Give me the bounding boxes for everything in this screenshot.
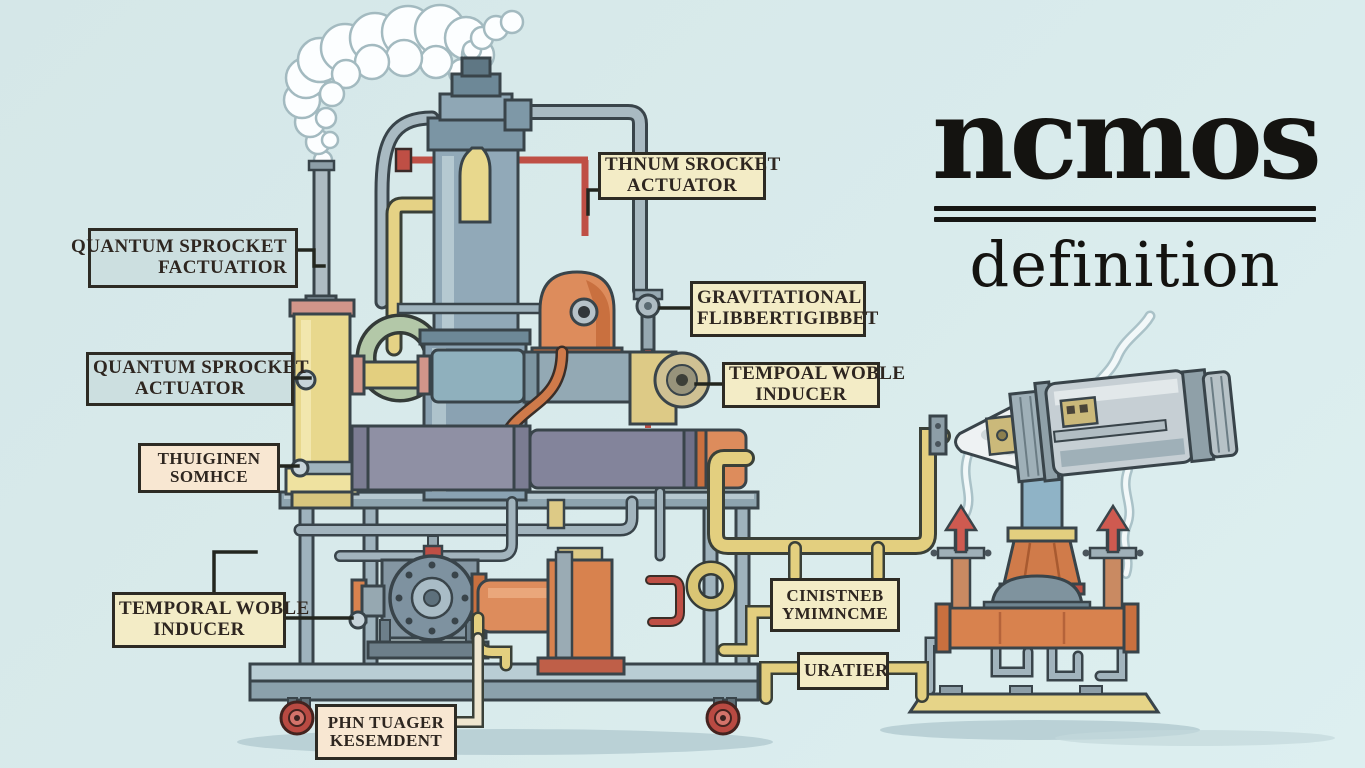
label-thnum-srocket-actuator: THNUM SROCKET ACTUATOR	[598, 152, 781, 200]
label-text: PHN TUAGER	[327, 712, 445, 732]
label-tempoal-woble-inducer: TEMPOAL WOBLE INDUCER	[722, 362, 906, 408]
manifold-body	[934, 574, 1140, 654]
caster-wheels	[279, 697, 741, 736]
label-quantum-sprocket-factuatior: QUANTUM SPROCKET FACTUATIOR	[71, 228, 298, 288]
pump-orange	[470, 546, 626, 676]
label-text: SOMHCE	[170, 467, 248, 486]
label-text: QUANTUM SPROCKET	[71, 236, 287, 258]
title-divider	[934, 217, 1316, 222]
engine-nose-bracket	[928, 414, 948, 456]
page-subtitle: definition	[969, 228, 1281, 301]
label-text: CINISTNEB	[786, 585, 884, 605]
cart-platform	[248, 662, 760, 702]
label-phn-tuager-kesemdent: PHN TUAGER KESEMDENT	[315, 704, 457, 760]
label-leader-lines	[212, 188, 724, 620]
label-text: FACTUATIOR	[158, 257, 287, 278]
small-pipes-lower	[471, 486, 685, 672]
engine-body	[954, 368, 1239, 484]
label-text: ACTUATOR	[626, 175, 738, 196]
label-text: INDUCER	[755, 384, 847, 405]
orange-dome-vessel	[530, 270, 624, 362]
label-cinistneb-ymimncme: CINISTNEB YMIMNCME	[770, 578, 900, 632]
manifold-sub-pipes	[924, 636, 1128, 696]
label-text: THUIGINEN	[157, 448, 261, 468]
u-pipe-yellow	[707, 427, 951, 584]
page-title: ncmos	[932, 74, 1322, 205]
label-text: GRAVITATIONAL	[697, 287, 862, 309]
label-text: TEMPORAL WOBLE	[119, 598, 310, 620]
leg-coil	[685, 560, 737, 612]
label-gravitational-flibbertigibbet: GRAVITATIONAL FLIBBERTIGIBBET	[690, 281, 879, 337]
label-text: QUANTUM SPROCKET	[93, 357, 309, 379]
label-uratier: URATIER	[797, 652, 889, 690]
label-text: THNUM SROCKET	[605, 154, 781, 176]
label-text: INDUCER	[153, 619, 245, 640]
label-text: KESEMDENT	[329, 731, 443, 750]
tower-steam	[461, 9, 525, 61]
title-block: ncmos definition	[928, 84, 1322, 296]
manifold-risers	[930, 503, 1144, 610]
label-text: FLIBBERTIGIBBET	[697, 308, 879, 329]
label-text: TEMPOAL WOBLE	[729, 363, 906, 385]
label-text: ACTUATOR	[134, 378, 246, 399]
manifold-assembly	[907, 685, 1161, 714]
label-text: URATIER	[804, 660, 889, 681]
label-temporal-woble-inducer: TEMPORAL WOBLE INDUCER	[112, 592, 310, 648]
label-pipe-leaders	[449, 605, 929, 728]
brass-vessel	[284, 298, 360, 510]
label-thuiginen-somhce: THUIGINEN SOMHCE	[138, 443, 280, 493]
label-text: YMIMNCME	[781, 604, 889, 623]
left-chimney	[304, 159, 338, 316]
under-shelf-pipes	[293, 495, 639, 562]
label-quantum-sprocket-actuator: QUANTUM SPROCKET ACTUATOR	[86, 352, 309, 406]
row2-tanks	[350, 424, 748, 492]
title-divider	[934, 206, 1316, 211]
